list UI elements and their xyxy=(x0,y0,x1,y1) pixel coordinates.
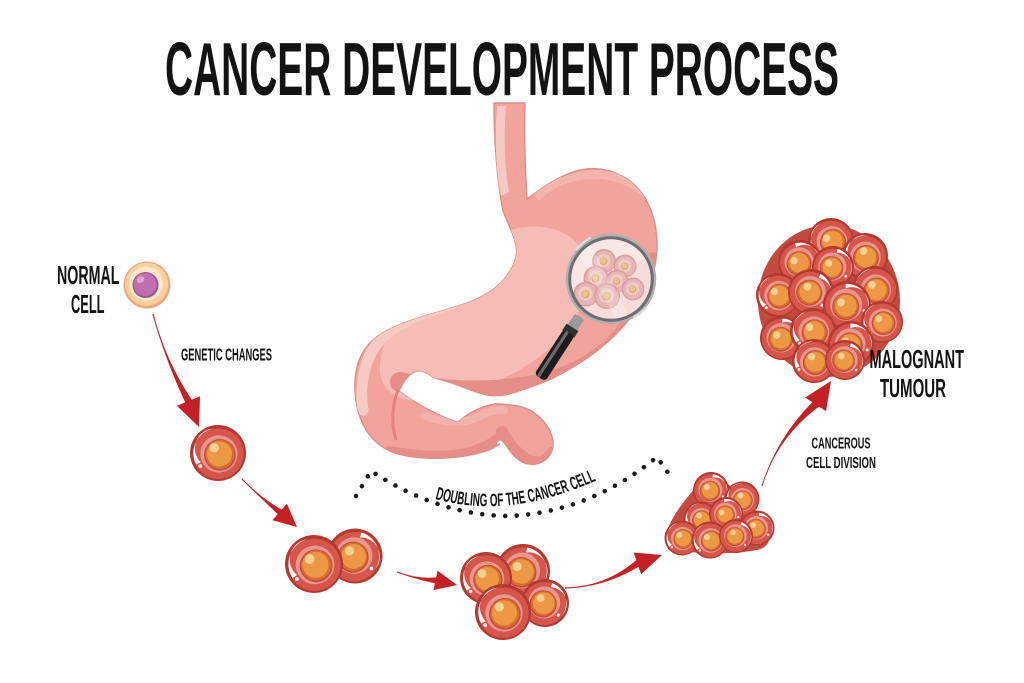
svg-text:GENETIC CHANGES: GENETIC CHANGES xyxy=(181,345,272,365)
svg-text:CELL: CELL xyxy=(71,289,105,319)
svg-text:CANCEROUS: CANCEROUS xyxy=(812,436,871,453)
svg-text:MALOGNANT: MALOGNANT xyxy=(870,344,965,374)
svg-text:TUMOUR: TUMOUR xyxy=(880,373,946,403)
svg-text:CELL DIVISION: CELL DIVISION xyxy=(806,455,876,472)
svg-text:CANCER DEVELOPMENT PROCESS: CANCER DEVELOPMENT PROCESS xyxy=(165,27,839,111)
svg-text:NORMAL: NORMAL xyxy=(57,260,120,290)
